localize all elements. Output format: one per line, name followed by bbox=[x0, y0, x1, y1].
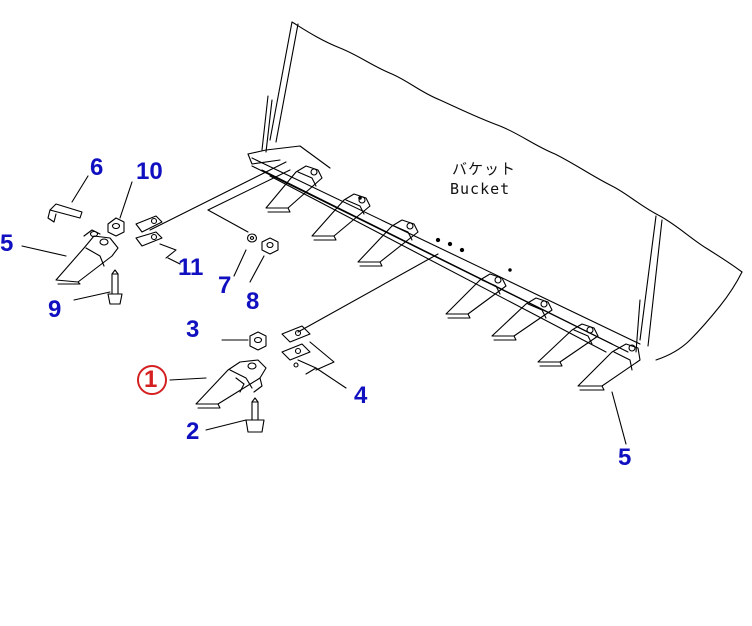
cutting-edge bbox=[251, 157, 641, 353]
bucket-label-jp: バケット bbox=[452, 160, 517, 178]
callout-4[interactable]: 4 bbox=[354, 382, 368, 409]
callout-10[interactable]: 10 bbox=[136, 158, 163, 185]
part-9-bolt bbox=[107, 269, 123, 305]
callout-1[interactable]: 1 bbox=[144, 366, 158, 393]
callout-9[interactable]: 9 bbox=[48, 296, 62, 323]
part-10-nut bbox=[107, 217, 125, 237]
part-6-bolt bbox=[47, 203, 83, 223]
callout-11[interactable]: 11 bbox=[178, 254, 204, 281]
callout-5-right[interactable]: 5 bbox=[618, 444, 632, 471]
callout-1-highlight-ring bbox=[137, 365, 167, 395]
part-7-washer bbox=[246, 233, 258, 243]
leader-lines bbox=[21, 161, 627, 445]
callout-5-left[interactable]: 5 bbox=[0, 230, 14, 257]
callout-3[interactable]: 3 bbox=[186, 316, 200, 343]
callout-7[interactable]: 7 bbox=[218, 272, 232, 299]
part-11-plates bbox=[135, 215, 177, 259]
part-2-bolt bbox=[245, 397, 265, 433]
part-8-nut bbox=[261, 237, 279, 255]
part-1-adapter bbox=[195, 359, 267, 409]
bucket-label-en: Bucket bbox=[450, 180, 511, 198]
bucket-teeth bbox=[265, 165, 641, 391]
part-4-plates bbox=[281, 325, 335, 375]
callout-8[interactable]: 8 bbox=[246, 288, 260, 315]
callout-2[interactable]: 2 bbox=[186, 418, 200, 445]
part-3-nut bbox=[249, 331, 267, 351]
part-5-left-adapter bbox=[55, 229, 119, 285]
callout-6[interactable]: 6 bbox=[90, 154, 104, 181]
bucket-body bbox=[247, 21, 743, 361]
